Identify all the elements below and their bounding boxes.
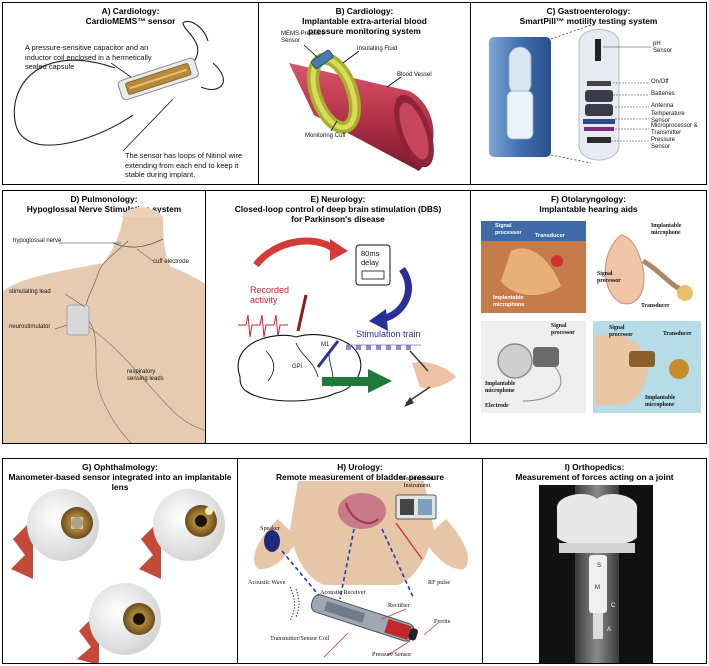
eye-lens-illustrations bbox=[11, 489, 225, 663]
respiratory-leads-label: respiratory sensing leads bbox=[127, 369, 164, 382]
batteries-label: Batteries bbox=[651, 91, 675, 97]
f1-signal-processor-label: Signal processor bbox=[495, 223, 522, 236]
f2-transducer-label: Transducer bbox=[641, 303, 670, 309]
marker-s: S bbox=[597, 563, 602, 569]
gpi-label: GPi bbox=[292, 364, 303, 370]
capsule-note: A pressure-sensitive capacitor and an in… bbox=[25, 43, 152, 71]
panel-g: G) Ophthalmology: Manometer-based sensor… bbox=[2, 458, 238, 664]
antenna-label: Antenna bbox=[651, 103, 674, 109]
panel-c: C) Gastroenterology: SmartPill™ motility… bbox=[470, 2, 707, 185]
panel-g-title: G) Ophthalmology: Manometer-based sensor… bbox=[8, 462, 232, 492]
neurostimulator-label: neurostimulator bbox=[9, 324, 51, 330]
f4-signal-processor-label: Signal processor bbox=[609, 325, 633, 338]
dbs-illustration bbox=[237, 237, 456, 407]
acoustic-receiver-label: Acoustic Receiver bbox=[320, 589, 366, 596]
instrument-label: Measurement Instrument bbox=[400, 475, 434, 489]
hypoglossal-illustration bbox=[3, 207, 205, 443]
panel-h-title: H) Urology: Remote measurement of bladde… bbox=[275, 462, 445, 482]
cardiomems-illustration bbox=[13, 20, 224, 152]
f2-microphone-label: Implantable microphone bbox=[651, 223, 682, 236]
f3-electrode-label: Electrode bbox=[485, 403, 509, 409]
coil-label: Transmitter/Sensor Coil bbox=[270, 635, 330, 642]
blood-vessel-illustration bbox=[289, 44, 434, 171]
ph-sensor-label: pH Sensor bbox=[653, 41, 673, 54]
f1-microphone-label: Implantable microphone bbox=[493, 295, 525, 308]
panel-e-title: E) Neurology: Closed-loop control of dee… bbox=[234, 194, 442, 224]
panel-a: A) Cardiology: CardioMEMS™ sensor A pres… bbox=[2, 2, 259, 185]
f3-microphone-label: Implantable microphone bbox=[485, 381, 516, 394]
on-off-label: On/Off bbox=[651, 79, 669, 85]
marker-c: C bbox=[611, 603, 616, 609]
insulating-fluid-label: Insulating Fluid bbox=[357, 46, 398, 52]
bladder-sensor-illustration bbox=[254, 481, 468, 658]
blood-vessel-label: Blood Vessel bbox=[397, 72, 432, 78]
pressure-sensor-label-h: Pressure Sensor bbox=[372, 651, 412, 658]
recorded-activity-label: Recorded activity bbox=[250, 285, 290, 305]
panel-d: D) Pulmonology: Hypoglossal Nerve Stimul… bbox=[2, 190, 206, 444]
panel-a-title: A) Cardiology: CardioMEMS™ sensor bbox=[85, 6, 176, 26]
rf-pulse-label: RF pulse bbox=[428, 579, 451, 586]
acoustic-wave-label: Acoustic Wave bbox=[248, 579, 286, 586]
panel-b: B) Cardiology: Implantable extra-arteria… bbox=[258, 2, 471, 185]
delay-label: 80ms delay bbox=[361, 249, 380, 267]
knee-xray-illustration bbox=[539, 485, 653, 663]
hypoglossal-nerve-label: hypoglossal nerve bbox=[13, 238, 62, 244]
rectifier-label: Rectifier bbox=[388, 602, 410, 609]
f2-signal-processor-label: Signal processor bbox=[597, 271, 621, 284]
m1-label: M1 bbox=[321, 342, 330, 348]
cuff-electrode-label: cuff electrode bbox=[153, 259, 189, 265]
panel-i-title: I) Orthopedics: Measurement of forces ac… bbox=[515, 462, 674, 482]
f3-signal-processor-label: Signal processor bbox=[551, 323, 575, 336]
microprocessor-label: Microprocessor & Transmitter bbox=[651, 123, 698, 136]
f4-transducer-label: Transducer bbox=[663, 331, 692, 337]
stimulation-train-label: Stimulation train bbox=[356, 329, 421, 339]
panel-c-title: C) Gastroenterology: SmartPill™ motility… bbox=[519, 6, 658, 26]
mems-sensor-label: MEMS Pressure Sensor bbox=[281, 31, 325, 44]
temperature-sensor-label: Temperature Sensor bbox=[651, 111, 685, 124]
speaker-label: Speaker bbox=[260, 525, 280, 532]
panel-h: H) Urology: Remote measurement of bladde… bbox=[237, 458, 483, 664]
smartpill-illustration bbox=[489, 24, 651, 164]
panel-e: E) Neurology: Closed-loop control of dee… bbox=[205, 190, 471, 444]
stimulating-lead-label: stimulating lead bbox=[9, 289, 51, 295]
ferrite-label: Ferrite bbox=[434, 618, 451, 625]
monitoring-cuff-label: Monitoring Cuff bbox=[305, 133, 346, 139]
panel-f-title: F) Otolaryngology: Implantable hearing a… bbox=[539, 194, 638, 214]
hearing-aid-illustrations bbox=[481, 221, 701, 413]
panel-b-title: B) Cardiology: Implantable extra-arteria… bbox=[302, 6, 427, 36]
f1-transducer-label: Transducer bbox=[535, 233, 565, 239]
nitinol-note: The sensor has loops of Nitinol wire ext… bbox=[125, 151, 243, 179]
panel-f: F) Otolaryngology: Implantable hearing a… bbox=[470, 190, 707, 444]
panel-i: I) Orthopedics: Measurement of forces ac… bbox=[482, 458, 707, 664]
pressure-sensor-label: Pressure Sensor bbox=[651, 137, 676, 150]
marker-a: A bbox=[607, 627, 612, 633]
panel-d-title: D) Pulmonology: Hypoglossal Nerve Stimul… bbox=[26, 194, 182, 214]
f4-microphone-label: Implantable microphone bbox=[645, 395, 676, 408]
marker-m: M bbox=[595, 585, 600, 591]
